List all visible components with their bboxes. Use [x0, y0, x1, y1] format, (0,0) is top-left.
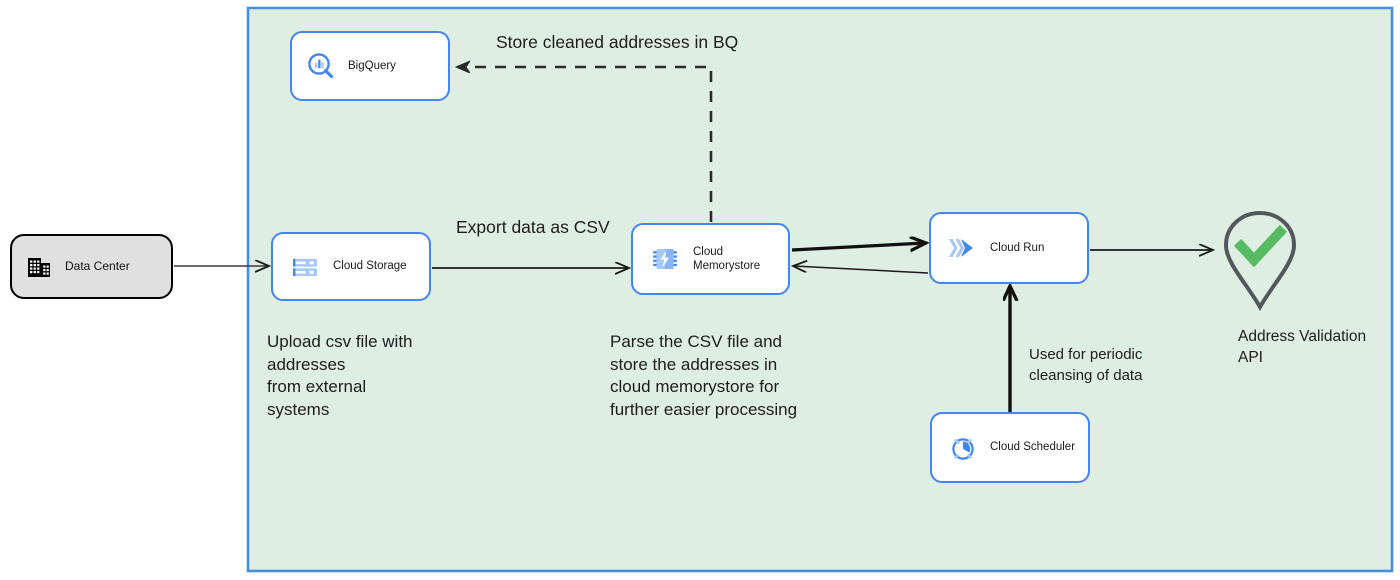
- node-address-validation-api[interactable]: [1219, 208, 1301, 313]
- cloud-scheduler-clock-icon: [948, 433, 978, 463]
- label-address-validation-api: Address Validation API: [1238, 328, 1367, 367]
- edge-cloudrun-to-memorystore: [794, 266, 929, 274]
- node-label-bigquery: BigQuery: [348, 59, 396, 72]
- node-bigquery[interactable]: BigQuery: [290, 31, 450, 101]
- annotation-parse-csv: Parse the CSV file and store the address…: [610, 332, 798, 419]
- node-label-cloud-run: Cloud Run: [990, 241, 1045, 254]
- node-data-center[interactable]: Data Center: [10, 234, 173, 299]
- edge-label-store-cleaned-addresses: Store cleaned addresses in BQ: [496, 32, 739, 52]
- node-cloud-storage[interactable]: Cloud Storage: [271, 232, 431, 301]
- edge-label-periodic-cleansing: Used for periodic cleansing of data: [1029, 346, 1143, 384]
- bigquery-icon: [306, 51, 336, 81]
- edge-label-export-data-as-csv: Export data as CSV: [456, 217, 610, 237]
- cloud-memorystore-icon: [650, 244, 680, 274]
- node-cloud-memorystore[interactable]: Cloud Memorystore: [631, 223, 790, 295]
- map-pin-check-icon: [1223, 210, 1297, 312]
- data-center-building-icon: [26, 254, 52, 280]
- edge-memorystore-to-bigquery-dashed: [458, 67, 713, 222]
- node-label-data-center: Data Center: [65, 259, 130, 274]
- node-cloud-run[interactable]: Cloud Run: [929, 212, 1089, 284]
- node-label-cloud-storage: Cloud Storage: [333, 260, 407, 273]
- annotation-upload-csv: Upload csv file with addresses from exte…: [267, 332, 413, 419]
- cloud-storage-icon: [291, 253, 319, 281]
- google-cloud-boundary: [246, 6, 1394, 573]
- edge-memorystore-to-cloudrun: [791, 243, 925, 250]
- node-label-cloud-memorystore: Cloud Memorystore: [693, 245, 761, 272]
- cloud-run-icon: [945, 234, 977, 262]
- node-cloud-scheduler[interactable]: Cloud Scheduler: [930, 412, 1090, 483]
- node-label-cloud-scheduler: Cloud Scheduler: [990, 441, 1076, 454]
